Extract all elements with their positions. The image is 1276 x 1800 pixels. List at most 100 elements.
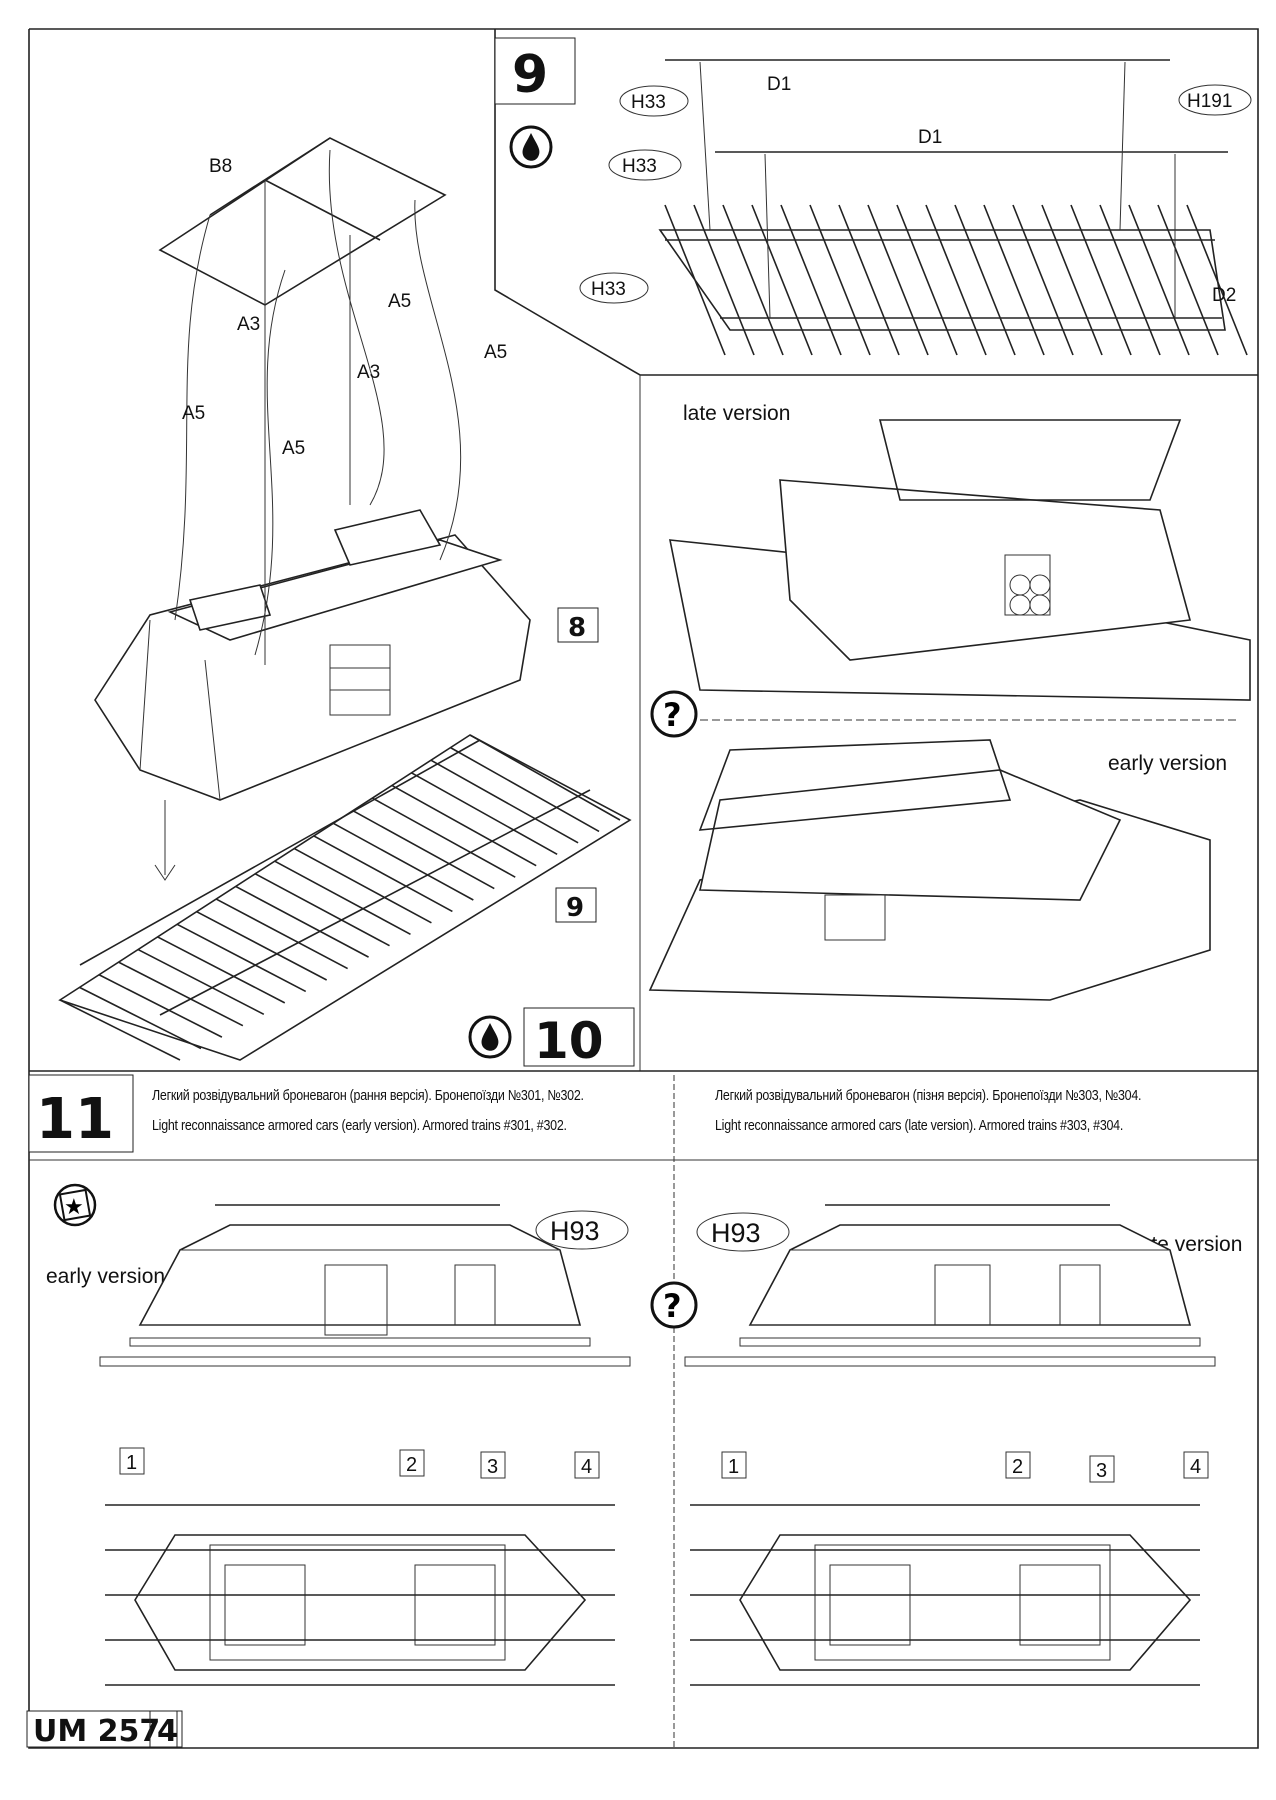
railway-tie (157, 936, 286, 1004)
railway-tie (838, 204, 900, 356)
svg-text:late version: late version (683, 402, 790, 425)
svg-text:H93: H93 (550, 1216, 600, 1246)
svg-text:9: 9 (512, 45, 548, 105)
caption-late-en: Light reconnaissance armored cars (late … (715, 1118, 1124, 1134)
railway-tie (780, 204, 842, 356)
railway-tie (751, 204, 813, 356)
svg-text:A5: A5 (484, 342, 507, 363)
railway-tie (664, 204, 726, 356)
railway-tie (371, 797, 516, 878)
svg-text:A5: A5 (282, 438, 305, 459)
svg-text:A5: A5 (388, 291, 411, 312)
railway-tie (391, 784, 537, 867)
railway-tie (411, 772, 558, 855)
wagon-side-late (684, 1204, 1216, 1367)
svg-text:?: ? (663, 696, 682, 734)
svg-text:1: 1 (728, 1456, 739, 1478)
railway-tie (925, 204, 987, 356)
glue-drop-icon (509, 125, 553, 169)
svg-text:2: 2 (406, 1454, 417, 1476)
railway-tie (1070, 204, 1132, 356)
svg-text:2: 2 (1012, 1456, 1023, 1478)
wagon-late-perspective (669, 419, 1251, 701)
svg-text:4: 4 (581, 1456, 592, 1478)
railway-tie (59, 999, 181, 1061)
railway-tie (79, 986, 202, 1050)
wagon-step10 (94, 509, 531, 801)
svg-text:3: 3 (487, 1456, 498, 1478)
svg-text:3: 3 (1096, 1460, 1107, 1482)
wagon-side-early (99, 1204, 631, 1367)
railway-tie (896, 204, 958, 356)
svg-text:1: 1 (126, 1452, 137, 1474)
svg-text:D2: D2 (1212, 285, 1236, 306)
svg-text:★: ★ (64, 1195, 84, 1220)
railway-tie (293, 847, 432, 924)
wagon-early-perspective (648, 739, 1211, 1001)
page-frame (28, 28, 1259, 1749)
svg-text:D1: D1 (918, 127, 942, 148)
railway-tie (867, 204, 929, 356)
svg-text:D1: D1 (767, 74, 791, 95)
step11-badge: 11 (28, 1074, 134, 1153)
svg-text:A5: A5 (182, 403, 205, 424)
railway-tie (332, 822, 474, 901)
svg-text:early version: early version (1108, 752, 1227, 775)
step9-labels: H33 H33 H33 H191 D1 D1 D2 (579, 74, 1252, 306)
question-icon: ? (650, 1281, 698, 1329)
step9-small-badge: 9 (555, 887, 597, 923)
star-decal-icon: ★ (53, 1183, 97, 1227)
step10-labels: B8 A3 A3 A5 A5 A5 A5 (182, 156, 507, 459)
roof-rail-b8 (158, 137, 447, 306)
railway-tie (118, 961, 244, 1027)
svg-text:A3: A3 (357, 362, 380, 383)
caption-early-en: Light reconnaissance armored cars (early… (152, 1118, 567, 1134)
step8-badge: 8 (557, 607, 599, 643)
track-step9 (658, 204, 1248, 356)
railway-tie (450, 746, 600, 833)
track-step10 (58, 734, 632, 1061)
footer-code-box: UM 257 4 (26, 1710, 183, 1749)
railway-tie (469, 734, 621, 821)
railway-tie (176, 923, 307, 993)
svg-text:H33: H33 (622, 156, 657, 177)
part-markers-left: 1 2 3 4 (119, 1447, 600, 1479)
railway-tie (215, 898, 348, 970)
railway-tie (809, 204, 871, 356)
railway-tie (254, 873, 390, 947)
step10-badge: 10 (523, 1007, 635, 1070)
railway-tie (1099, 204, 1161, 356)
railway-tie (722, 204, 784, 356)
svg-text:UM 257: UM 257 (33, 1714, 160, 1749)
svg-text:H33: H33 (631, 92, 666, 113)
svg-text:4: 4 (1190, 1456, 1201, 1478)
rail-d1 (665, 59, 1228, 319)
ammo-rack (1009, 574, 1051, 616)
question-icon: ? (650, 690, 698, 738)
railway-tie (1041, 204, 1103, 356)
railway-tie (1157, 204, 1219, 356)
svg-text:B8: B8 (209, 156, 232, 177)
glue-drop-icon (468, 1015, 512, 1059)
svg-text:H33: H33 (591, 279, 626, 300)
railway-tie (137, 948, 265, 1015)
svg-text:A3: A3 (237, 314, 260, 335)
railway-tie (693, 204, 755, 356)
caption-late-ua: Легкий розвідувальний броневагон (пізня … (715, 1088, 1142, 1104)
svg-text:4: 4 (157, 1714, 178, 1749)
railway-tie (352, 810, 495, 890)
svg-text:early version: early version (46, 1265, 165, 1288)
svg-text:10: 10 (534, 1012, 604, 1070)
svg-text:?: ? (663, 1287, 682, 1325)
arrows-step10 (154, 149, 462, 881)
railway-tie (196, 910, 328, 981)
railway-tie (235, 885, 369, 958)
railway-tie (1128, 204, 1190, 356)
svg-text:8: 8 (568, 613, 586, 643)
h93-callouts: H93 H93 (535, 1210, 790, 1252)
railway-tie (430, 759, 579, 844)
railway-tie (98, 974, 223, 1038)
svg-text:H191: H191 (1187, 91, 1232, 112)
wagon-top-late (690, 1504, 1200, 1686)
